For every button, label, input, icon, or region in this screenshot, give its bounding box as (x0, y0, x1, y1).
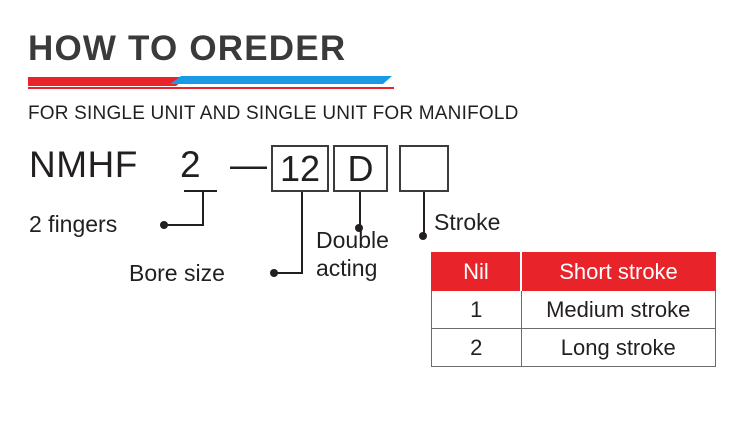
model-code-bore-box: 12 (271, 145, 329, 192)
table-cell-description: Long stroke (520, 328, 716, 367)
acting-leader-dot (355, 224, 363, 232)
table-cell-description: Medium stroke (520, 290, 716, 329)
bore-leader-vertical (301, 192, 303, 274)
table-header-description: Short stroke (520, 252, 716, 291)
fingers-leader-dot (160, 221, 168, 229)
fingers-leader-underline (184, 190, 217, 192)
table-cell-code: 2 (431, 328, 522, 367)
table-row: 1 Medium stroke (431, 290, 716, 329)
table-header-row: Nil Short stroke (431, 252, 716, 291)
fingers-leader-vertical (202, 190, 204, 226)
callout-acting-label-line2: acting (316, 255, 378, 281)
table-row: 2 Long stroke (431, 328, 716, 367)
model-code-series: 2 (180, 144, 201, 185)
bore-leader-horizontal (277, 272, 303, 274)
table-header-code: Nil (431, 252, 522, 291)
title-accent-rule (28, 74, 394, 90)
model-code-prefix: NMHF (29, 144, 138, 185)
callout-bore-size-label: Bore size (129, 260, 225, 286)
bore-leader-dot (270, 269, 278, 277)
callout-fingers-label: 2 fingers (29, 211, 118, 237)
model-code-stroke-box (399, 145, 449, 192)
model-code-acting-box: D (333, 145, 388, 192)
page-title: HOW TO OREDER (28, 29, 347, 68)
stroke-leader-vertical (423, 192, 425, 236)
fingers-leader-horizontal (167, 224, 204, 226)
acting-leader-vertical (359, 192, 361, 228)
callout-acting-label-line1: Double (316, 227, 389, 253)
accent-rule-blue-segment (170, 76, 392, 84)
callout-stroke-label: Stroke (434, 209, 501, 235)
accent-rule-thin-line (28, 87, 394, 89)
stroke-leader-dot (419, 232, 427, 240)
accent-rule-red-segment (28, 77, 173, 86)
stroke-options-table: Nil Short stroke 1 Medium stroke 2 Long … (431, 252, 716, 367)
page-subtitle: FOR SINGLE UNIT AND SINGLE UNIT FOR MANI… (28, 103, 519, 124)
table-cell-code: 1 (431, 290, 522, 329)
model-code-separator: — (230, 144, 267, 185)
